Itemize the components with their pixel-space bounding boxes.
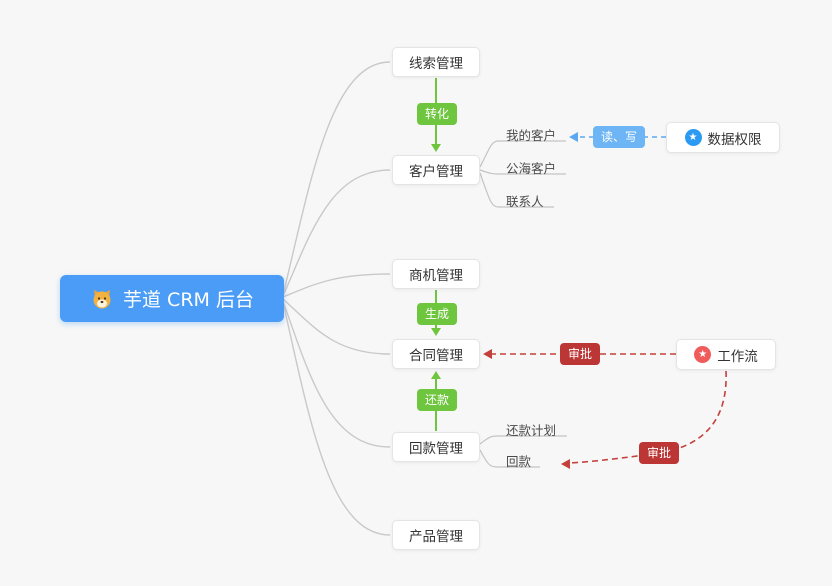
- root-node[interactable]: 芋道 CRM 后台: [60, 275, 284, 322]
- topic-receivable-management[interactable]: 回款管理: [392, 432, 480, 462]
- topic-product-management[interactable]: 产品管理: [392, 520, 480, 550]
- star-badge-blue-icon: ★: [684, 129, 702, 146]
- subtopic-public-customers[interactable]: 公海客户: [506, 161, 557, 176]
- subtopic-receipt[interactable]: 回款: [506, 454, 532, 469]
- edge-label-repay[interactable]: 还款: [417, 389, 458, 411]
- topic-contract-management[interactable]: 合同管理: [392, 339, 480, 369]
- star-badge-red-icon: ★: [694, 346, 712, 363]
- topic-label: 产品管理: [409, 529, 463, 545]
- topic-customer-management[interactable]: 客户管理: [392, 155, 480, 185]
- topic-label: 商机管理: [409, 268, 463, 284]
- subtopic-contacts[interactable]: 联系人: [506, 194, 544, 209]
- topic-data-permission[interactable]: ★ 数据权限: [666, 122, 780, 153]
- topic-opportunity-management[interactable]: 商机管理: [392, 259, 480, 289]
- dog-icon: [90, 287, 114, 311]
- edge-label-approve-receipt[interactable]: 审批: [639, 442, 680, 464]
- topic-label: 线索管理: [409, 56, 463, 72]
- edge-label-generate[interactable]: 生成: [417, 303, 458, 325]
- topic-label: 数据权限: [707, 131, 762, 148]
- topic-label: 客户管理: [409, 164, 463, 180]
- topic-workflow[interactable]: ★ 工作流: [676, 339, 776, 370]
- subtopic-my-customers[interactable]: 我的客户: [506, 128, 557, 143]
- topic-clue-management[interactable]: 线索管理: [392, 47, 480, 77]
- edge-label-read-write[interactable]: 读、写: [593, 126, 646, 148]
- topic-label: 合同管理: [409, 348, 463, 364]
- topic-label: 回款管理: [409, 441, 463, 457]
- edge-label-approve-contract[interactable]: 审批: [560, 343, 601, 365]
- root-label: 芋道 CRM 后台: [123, 289, 254, 311]
- edge-label-convert[interactable]: 转化: [417, 103, 458, 125]
- subtopic-repayment-plan[interactable]: 还款计划: [506, 423, 557, 438]
- topic-label: 工作流: [717, 348, 758, 365]
